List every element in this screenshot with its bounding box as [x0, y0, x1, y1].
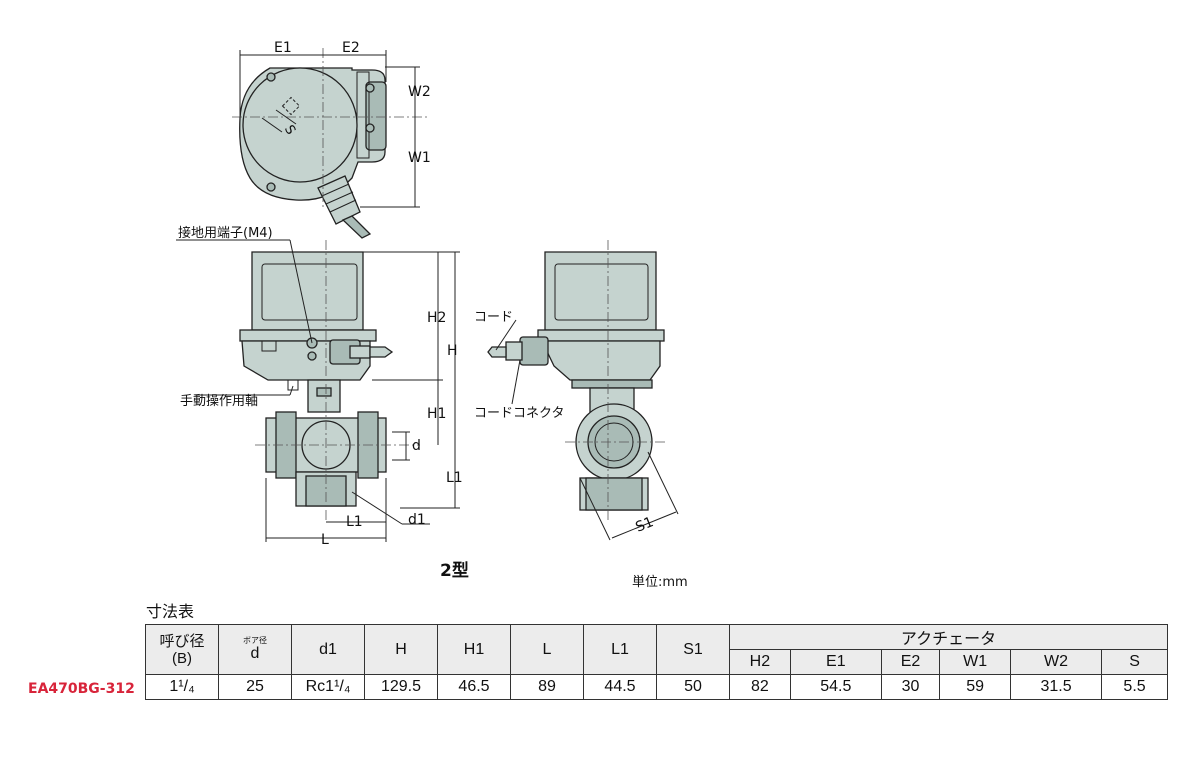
- label-S1: S1: [633, 514, 655, 536]
- label-E1: E1: [274, 40, 292, 56]
- head-H2: H2: [729, 649, 791, 675]
- cell-E2: 30: [880, 674, 941, 700]
- head-H: H: [364, 624, 438, 675]
- head-S: S: [1101, 649, 1168, 675]
- cell-L1: 44.5: [583, 674, 657, 700]
- table-row: 1¹/₄ 25 Rc1¹/₄ 129.5 46.5 89 44.5 50 82 …: [145, 674, 1168, 700]
- cell-S1: 50: [656, 674, 730, 700]
- head-nominal-sub: (B): [172, 649, 192, 667]
- label-manual-shaft: 手動操作用軸: [180, 393, 258, 409]
- cell-W2: 31.5: [1010, 674, 1103, 700]
- front-view: [176, 239, 460, 542]
- cell-H1: 46.5: [437, 674, 511, 700]
- cell-d1: Rc1¹/₄: [291, 674, 365, 700]
- label-cord-connector: コードコネクタ: [474, 406, 564, 421]
- type-label: 2型: [440, 561, 469, 581]
- cell-E1: 54.5: [789, 674, 882, 700]
- label-d1: d1: [408, 512, 426, 528]
- head-bore-small: ボア径: [243, 636, 267, 645]
- head-bore: ボア径 d: [218, 624, 292, 675]
- side-view: [487, 240, 679, 541]
- table-title: 寸法表: [146, 602, 195, 621]
- head-L1: L1: [583, 624, 657, 675]
- top-view-cover: [242, 67, 358, 183]
- head-H1: H1: [437, 624, 511, 675]
- label-H2: H2: [427, 310, 446, 326]
- head-bore-label: d: [250, 645, 260, 662]
- dimension-table: 呼び径 (B) ボア径 d d1 H H1 L L1 S1 アクチェータ H2 …: [145, 624, 1168, 700]
- label-ground-terminal: 接地用端子(M4): [178, 225, 273, 241]
- cell-nominal: 1¹/₄: [145, 674, 219, 700]
- label-E2: E2: [342, 40, 360, 56]
- head-nominal-label: 呼び径: [159, 632, 205, 650]
- technical-drawing: .b { fill:#c5d3cf; stroke:#222; stroke-w…: [176, 40, 679, 548]
- manual-shaft-marker: [287, 379, 299, 391]
- cell-L: 89: [510, 674, 584, 700]
- cell-d: 25: [218, 674, 292, 700]
- cell-W1: 59: [939, 674, 1012, 700]
- label-H: H: [447, 343, 458, 359]
- head-d1: d1: [291, 624, 365, 675]
- label-L1-bottom: L1: [346, 514, 363, 530]
- label-W1: W1: [408, 150, 431, 166]
- head-E1: E1: [789, 649, 882, 675]
- label-cord: コード: [474, 310, 513, 325]
- head-L: L: [510, 624, 584, 675]
- head-actuator-group: アクチェータ: [729, 624, 1168, 650]
- label-L: L: [321, 532, 329, 548]
- top-view: [232, 48, 430, 239]
- head-W1: W1: [939, 649, 1012, 675]
- label-W2: W2: [408, 84, 431, 100]
- cell-H2: 82: [729, 674, 791, 700]
- head-nominal: 呼び径 (B): [145, 624, 219, 675]
- cell-S: 5.5: [1101, 674, 1168, 700]
- cell-H: 129.5: [364, 674, 438, 700]
- unit-label: 単位:mm: [632, 575, 688, 590]
- label-H1: H1: [427, 406, 446, 422]
- model-number: EA470BG-312: [28, 681, 135, 697]
- label-L1-right: L1: [446, 470, 463, 486]
- head-W2: W2: [1010, 649, 1103, 675]
- head-S1: S1: [656, 624, 730, 675]
- head-E2: E2: [880, 649, 941, 675]
- label-d: d: [412, 438, 421, 454]
